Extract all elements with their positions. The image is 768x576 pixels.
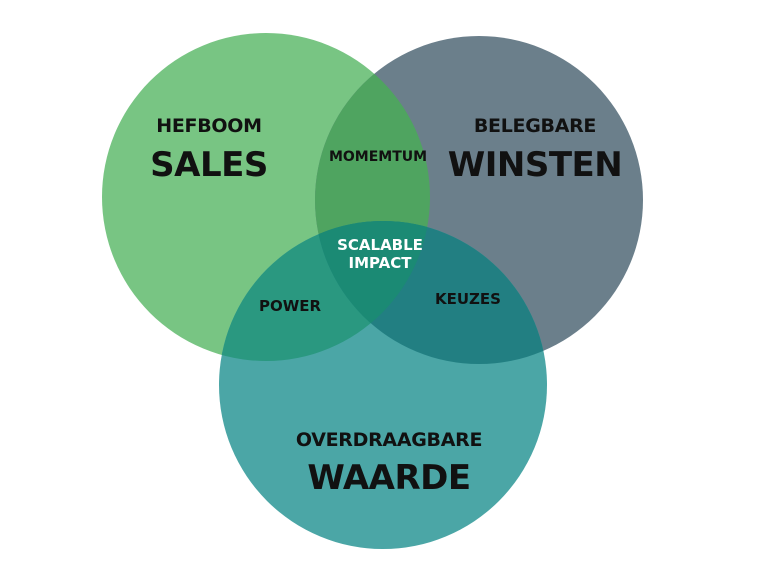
overlap-winsten-waarde [315,221,547,364]
sales-main-label: SALES [150,145,268,185]
overlap-sales-waarde [219,221,430,361]
momentum-label: MOMEMTUM [328,149,428,165]
center-label-line2: IMPACT [348,254,412,272]
power-label: POWER [258,297,322,315]
waarde-top-label: OVERDRAAGBARE [295,429,483,451]
winsten-main-label: WINSTEN [447,145,623,185]
waarde-main-label: WAARDE [307,458,471,498]
winsten-top-label: BELEGBARE [473,115,597,137]
center-label-line1: SCALABLE [337,236,423,254]
keuzes-label: KEUZES [435,290,501,308]
sales-top-label: HEFBOOM [156,115,262,137]
